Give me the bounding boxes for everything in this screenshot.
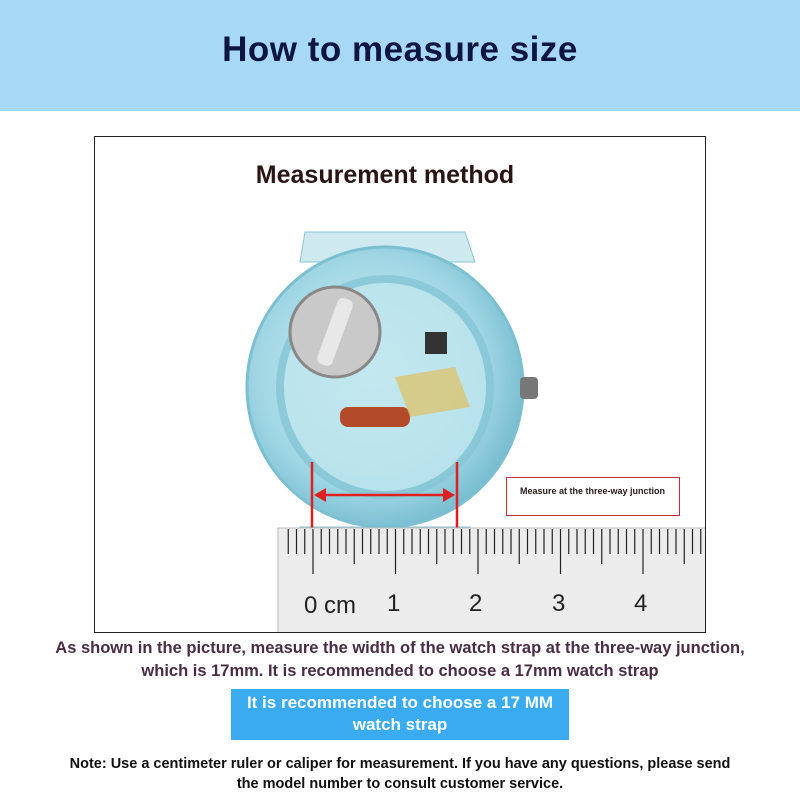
ruler-label: 0 cm — [304, 592, 356, 619]
ruler-label: 1 — [387, 590, 400, 617]
ruler — [277, 527, 705, 632]
watch-case — [245, 231, 538, 548]
note-text: Note: Use a centimeter ruler or caliper … — [69, 756, 731, 792]
ruler-label: 3 — [552, 590, 565, 617]
crown-icon — [520, 377, 538, 399]
callout-box: Measure at the three-way junction — [506, 477, 680, 516]
description-text: As shown in the picture, measure the wid… — [55, 639, 745, 680]
ruler-label: 4 — [634, 590, 647, 617]
ruler-label: 2 — [469, 590, 482, 617]
page-title: How to measure size — [222, 30, 578, 69]
watch-illustration: 0 cm 1 2 3 4 — [245, 231, 705, 632]
coil — [340, 407, 410, 427]
recommend-banner: It is recommended to choose a 17 MM watc… — [231, 689, 569, 740]
measure-arrow — [310, 462, 459, 529]
header-banner: How to measure size — [0, 0, 800, 111]
measurement-figure: 0 cm 1 2 3 4 Measurement method Measure … — [94, 136, 706, 633]
figure-title: Measurement method — [255, 161, 515, 189]
